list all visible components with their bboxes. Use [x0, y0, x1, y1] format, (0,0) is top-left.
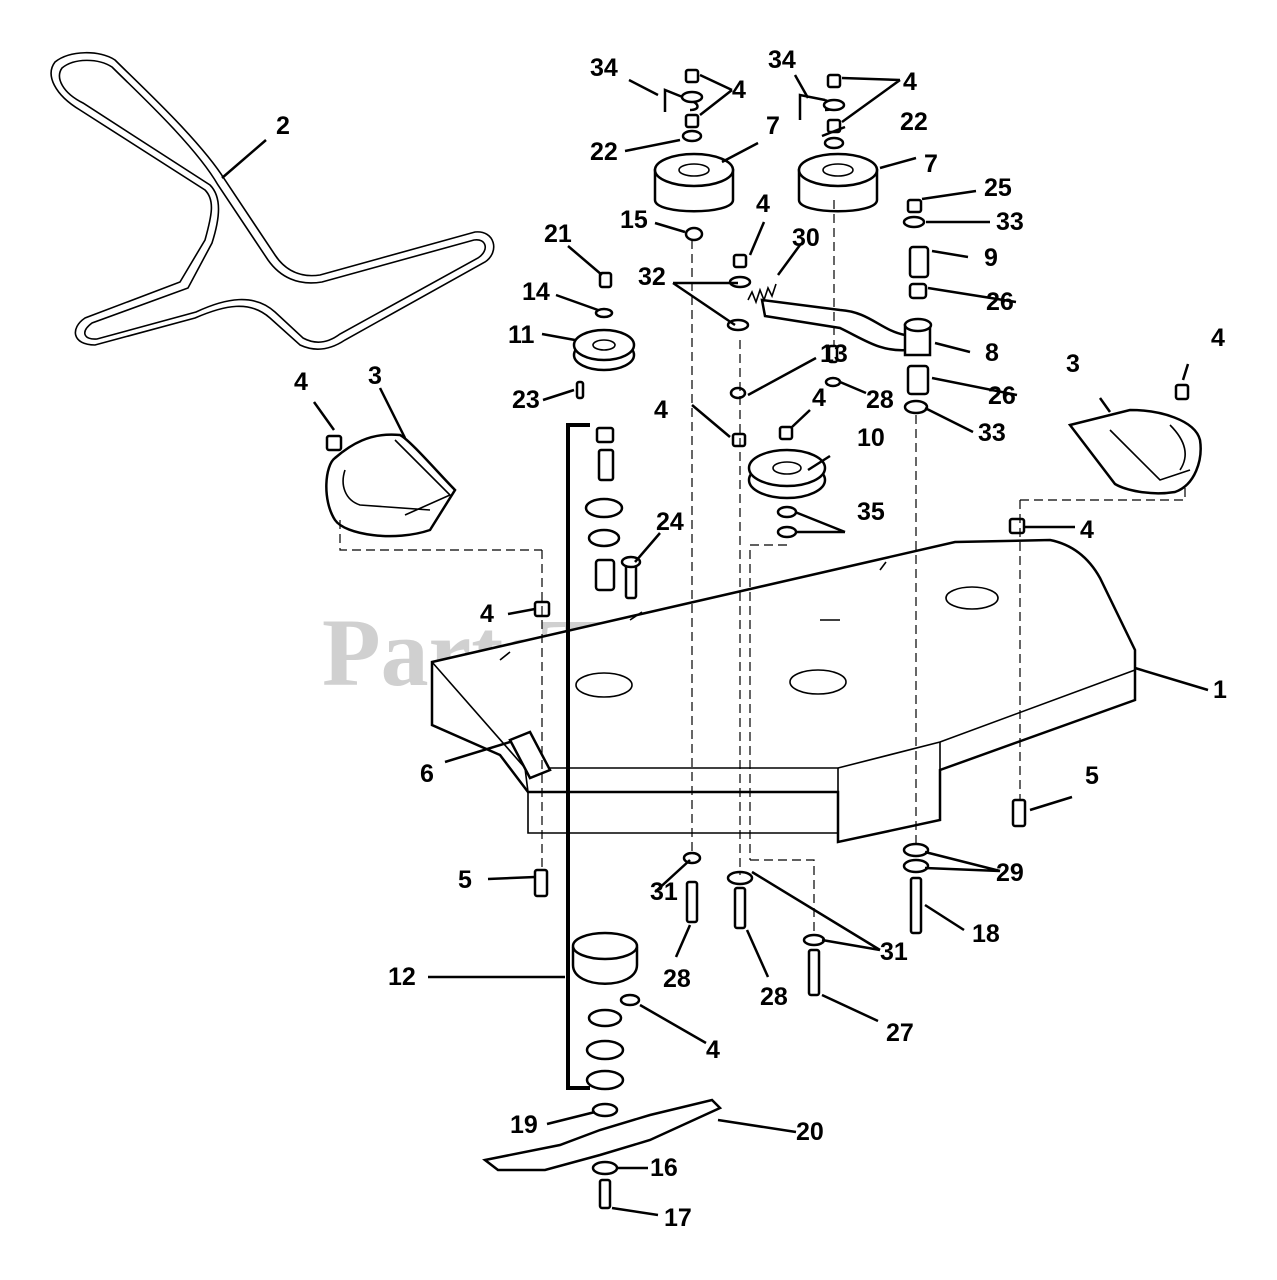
- callout-1: 1: [1213, 676, 1227, 704]
- callout-5-right: 5: [1085, 762, 1099, 790]
- callout-25: 25: [984, 174, 1012, 202]
- washer-part-16: [591, 1160, 619, 1176]
- idler-pulley-left-part-7: [653, 152, 735, 213]
- callout-31-right: 31: [880, 938, 908, 966]
- callout-20: 20: [796, 1118, 824, 1146]
- bolt-part-17: [598, 1178, 612, 1210]
- callout-26-upper: 26: [986, 288, 1014, 316]
- callout-21: 21: [544, 220, 572, 248]
- callout-4-right-cover: 4: [1211, 324, 1225, 352]
- callout-labels: 2 1 3 3 4 4 4 4 5 5 6 7 7 8 9 10 11 12 1…: [276, 46, 1227, 1232]
- callout-28-left: 28: [663, 965, 691, 993]
- callout-4-top-left: 4: [732, 76, 746, 104]
- callout-34-left: 34: [590, 54, 618, 82]
- leader-lines: [221, 73, 1209, 1217]
- callout-28-right: 28: [760, 983, 788, 1011]
- callout-11: 11: [508, 321, 535, 349]
- nut-part-25: [906, 198, 923, 214]
- bracket-part-6: [508, 730, 552, 780]
- blade-part-20: [482, 1098, 723, 1172]
- callout-18: 18: [972, 920, 1000, 948]
- spacer-part-9: [908, 245, 930, 279]
- lower-bolts: [682, 842, 930, 997]
- callout-33-lower: 33: [978, 419, 1006, 447]
- callout-32: 32: [638, 263, 666, 291]
- callout-29: 29: [996, 859, 1024, 887]
- callout-30: 30: [792, 224, 820, 252]
- callout-23: 23: [512, 386, 540, 414]
- callout-14: 14: [522, 278, 550, 306]
- callout-16: 16: [650, 1154, 678, 1182]
- callout-3-left: 3: [368, 362, 382, 390]
- spacer-part-26-upper: [908, 282, 928, 300]
- spring-part-30: [747, 283, 777, 305]
- callout-6: 6: [420, 760, 434, 788]
- idler-arm-part-8: [760, 298, 933, 357]
- callout-8: 8: [985, 339, 999, 367]
- callout-4-mid: 4: [654, 396, 668, 424]
- callout-22-left: 22: [590, 138, 618, 166]
- spacer-part-26-lower: [906, 364, 930, 396]
- callout-7-left: 7: [766, 112, 780, 140]
- callout-33-upper: 33: [996, 208, 1024, 236]
- washer-part-33-upper: [902, 215, 926, 229]
- bracket-line-part-12: [566, 423, 590, 1090]
- callout-2: 2: [276, 112, 290, 140]
- callout-4-deck-left: 4: [480, 600, 494, 628]
- callout-4-deck-right: 4: [1080, 516, 1094, 544]
- callout-24: 24: [656, 508, 684, 536]
- pulley-part-11: [572, 328, 636, 372]
- callout-15: 15: [620, 206, 648, 234]
- callout-4-left-cover: 4: [294, 368, 308, 396]
- callout-34-right: 34: [768, 46, 796, 74]
- callout-5-left: 5: [458, 866, 472, 894]
- callout-4-top-right: 4: [903, 68, 917, 96]
- callout-4-spindle: 4: [706, 1036, 720, 1064]
- callout-3-right: 3: [1066, 350, 1080, 378]
- belt-part-2: [50, 51, 495, 350]
- callout-19: 19: [510, 1111, 538, 1139]
- callout-27: 27: [886, 1019, 914, 1047]
- callout-31-left: 31: [650, 878, 678, 906]
- callout-4-arm: 4: [756, 190, 770, 218]
- callout-7-right: 7: [924, 150, 938, 178]
- mower-deck-part-1: [430, 538, 1137, 844]
- alignment-lines: [339, 200, 1186, 935]
- spindle-assembly-part-12: [571, 426, 641, 1091]
- washer-part-33-lower: [903, 399, 929, 415]
- callout-17: 17: [664, 1204, 692, 1232]
- pulley-cover-left-part-3: [325, 433, 457, 538]
- idler-pulley-right-part-7: [797, 152, 879, 213]
- callout-12: 12: [388, 963, 416, 991]
- callout-26-lower: 26: [988, 382, 1016, 410]
- callout-10: 10: [857, 424, 885, 452]
- callout-22-right: 22: [900, 108, 928, 136]
- washer-part-19: [591, 1102, 619, 1118]
- pulley-cover-right-part-3: [1067, 408, 1202, 495]
- callout-13: 13: [820, 340, 848, 368]
- callout-35: 35: [857, 498, 885, 526]
- callout-9: 9: [984, 244, 998, 272]
- small-hardware: [325, 68, 1190, 898]
- callout-4-pulley10: 4: [812, 384, 826, 412]
- callout-28-upper: 28: [866, 386, 894, 414]
- pulley-part-10: [747, 448, 827, 500]
